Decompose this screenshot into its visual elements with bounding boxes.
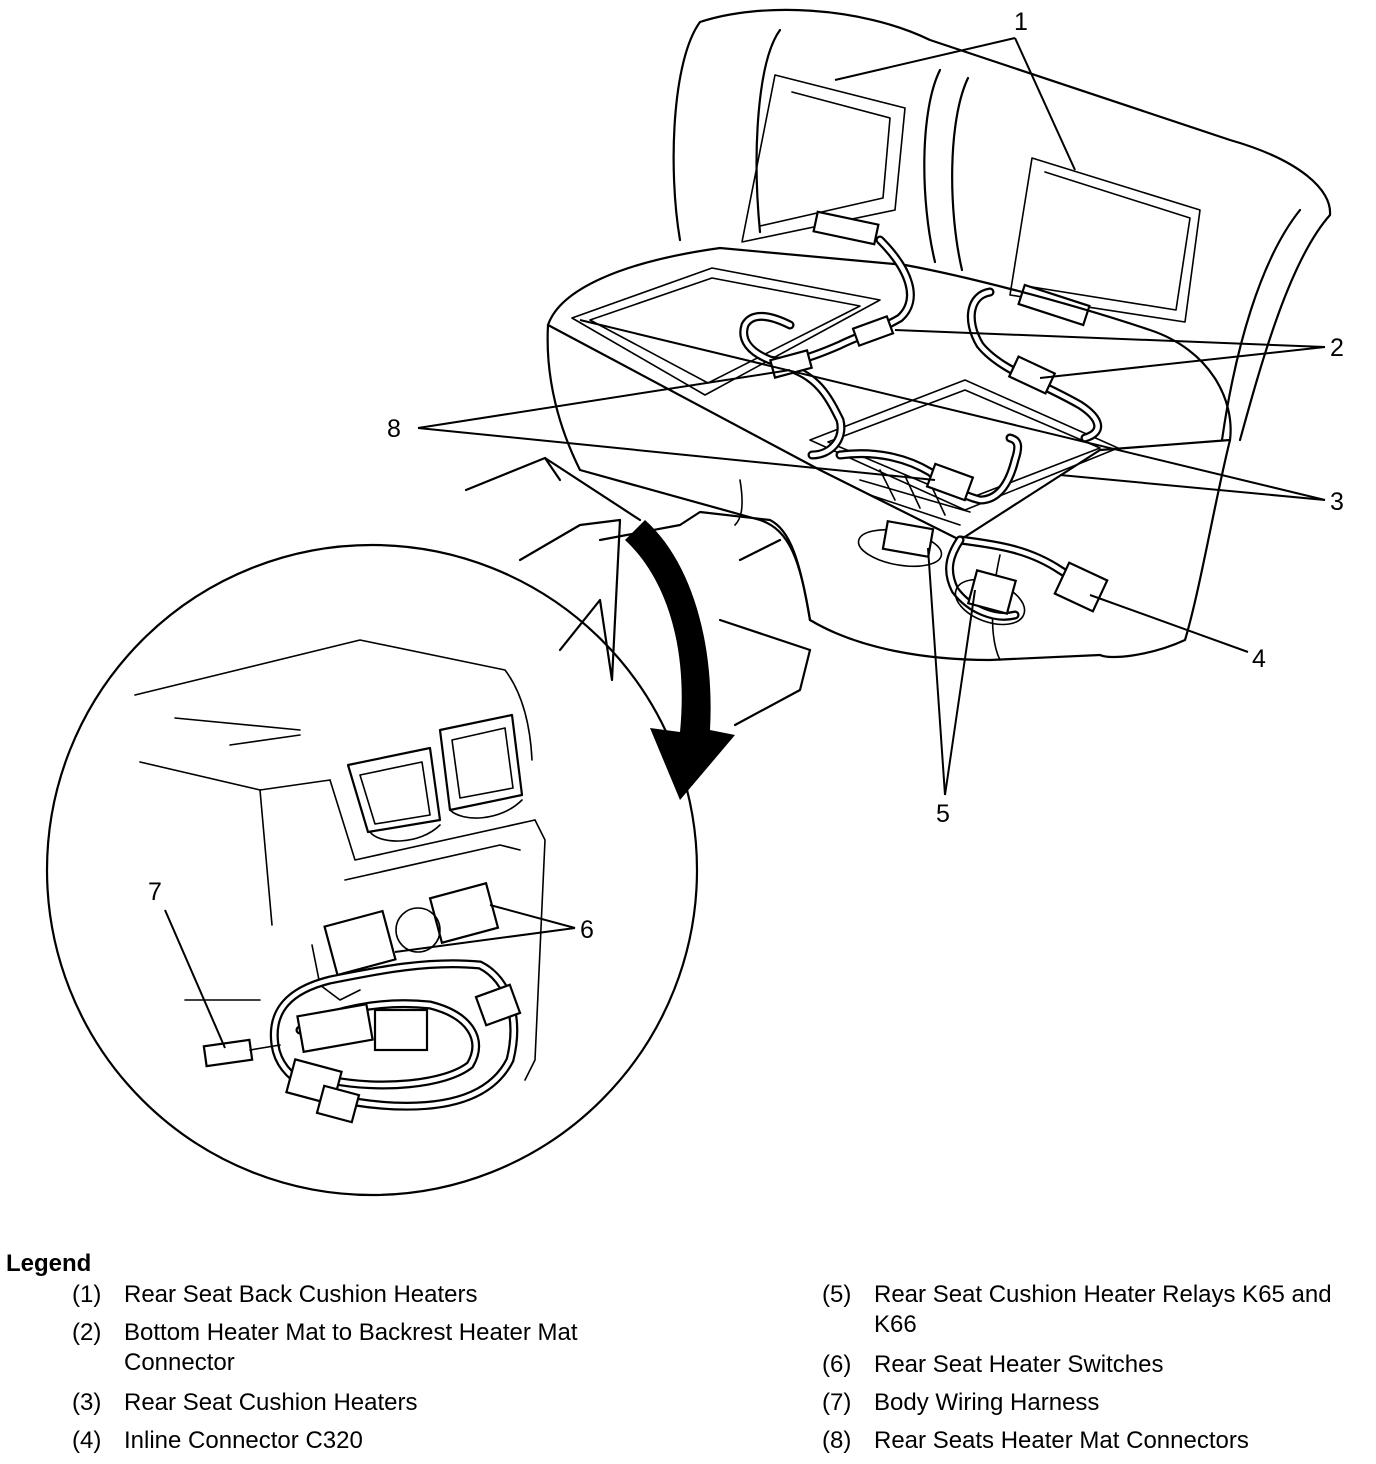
legend-item-number: (1) xyxy=(72,1281,102,1308)
legend-item: (6) Rear Seat Heater Switches xyxy=(822,1350,1372,1380)
legend-item-text: Body Wiring Harness xyxy=(874,1389,1100,1416)
legend-item-text: Rear Seat Heater Switches xyxy=(874,1351,1164,1378)
legend-item-text: Rear Seats Heater Mat Connectors xyxy=(874,1427,1249,1454)
legend-item-number: (5) xyxy=(822,1281,852,1308)
legend-item-text: Inline Connector C320 xyxy=(124,1427,363,1454)
legend-item-text: Bottom Heater Mat to Backrest Heater Mat… xyxy=(124,1319,578,1376)
legend-item: (5) Rear Seat Cushion Heater Relays K65 … xyxy=(822,1280,1372,1340)
detail-view xyxy=(45,543,699,1197)
callout-5: 5 xyxy=(936,800,950,828)
heater-diagram: 1 2 3 4 5 6 7 8 xyxy=(45,8,1344,1197)
legend-item-text: Rear Seat Back Cushion Heaters xyxy=(124,1281,478,1308)
legend-item-number: (4) xyxy=(72,1427,102,1454)
callout-6: 6 xyxy=(580,916,594,944)
callout-4: 4 xyxy=(1252,645,1266,673)
legend-item-text: Rear Seat Cushion Heater Relays K65 and … xyxy=(874,1281,1332,1338)
zoom-arrow-icon xyxy=(625,520,735,800)
callout-7: 7 xyxy=(148,878,162,906)
legend-title: Legend xyxy=(6,1250,92,1277)
legend-item: (1) Rear Seat Back Cushion Heaters xyxy=(72,1280,692,1310)
callout-labels: 1 2 3 4 5 6 7 8 xyxy=(148,8,1344,944)
callout-1: 1 xyxy=(1014,8,1028,36)
callout-8: 8 xyxy=(387,415,401,443)
legend-item: (2) Bottom Heater Mat to Backrest Heater… xyxy=(72,1318,692,1378)
legend-item: (8) Rear Seats Heater Mat Connectors xyxy=(822,1426,1372,1456)
legend-item: (7) Body Wiring Harness xyxy=(822,1388,1372,1418)
leader-lines xyxy=(164,37,1326,1049)
legend: Legend (1) Rear Seat Back Cushion Heater… xyxy=(0,1248,1376,1464)
callout-2: 2 xyxy=(1330,334,1344,362)
legend-item-number: (2) xyxy=(72,1319,102,1346)
legend-item-number: (8) xyxy=(822,1427,852,1454)
legend-item-number: (6) xyxy=(822,1351,852,1378)
console-drawing xyxy=(464,456,812,727)
callout-3: 3 xyxy=(1330,488,1344,516)
legend-item: (3) Rear Seat Cushion Heaters xyxy=(72,1388,692,1418)
legend-item-number: (7) xyxy=(822,1389,852,1416)
legend-item: (4) Inline Connector C320 xyxy=(72,1426,692,1456)
rear-seat-drawing xyxy=(546,8,1332,662)
legend-item-number: (3) xyxy=(72,1389,102,1416)
legend-item-text: Rear Seat Cushion Heaters xyxy=(124,1389,418,1416)
